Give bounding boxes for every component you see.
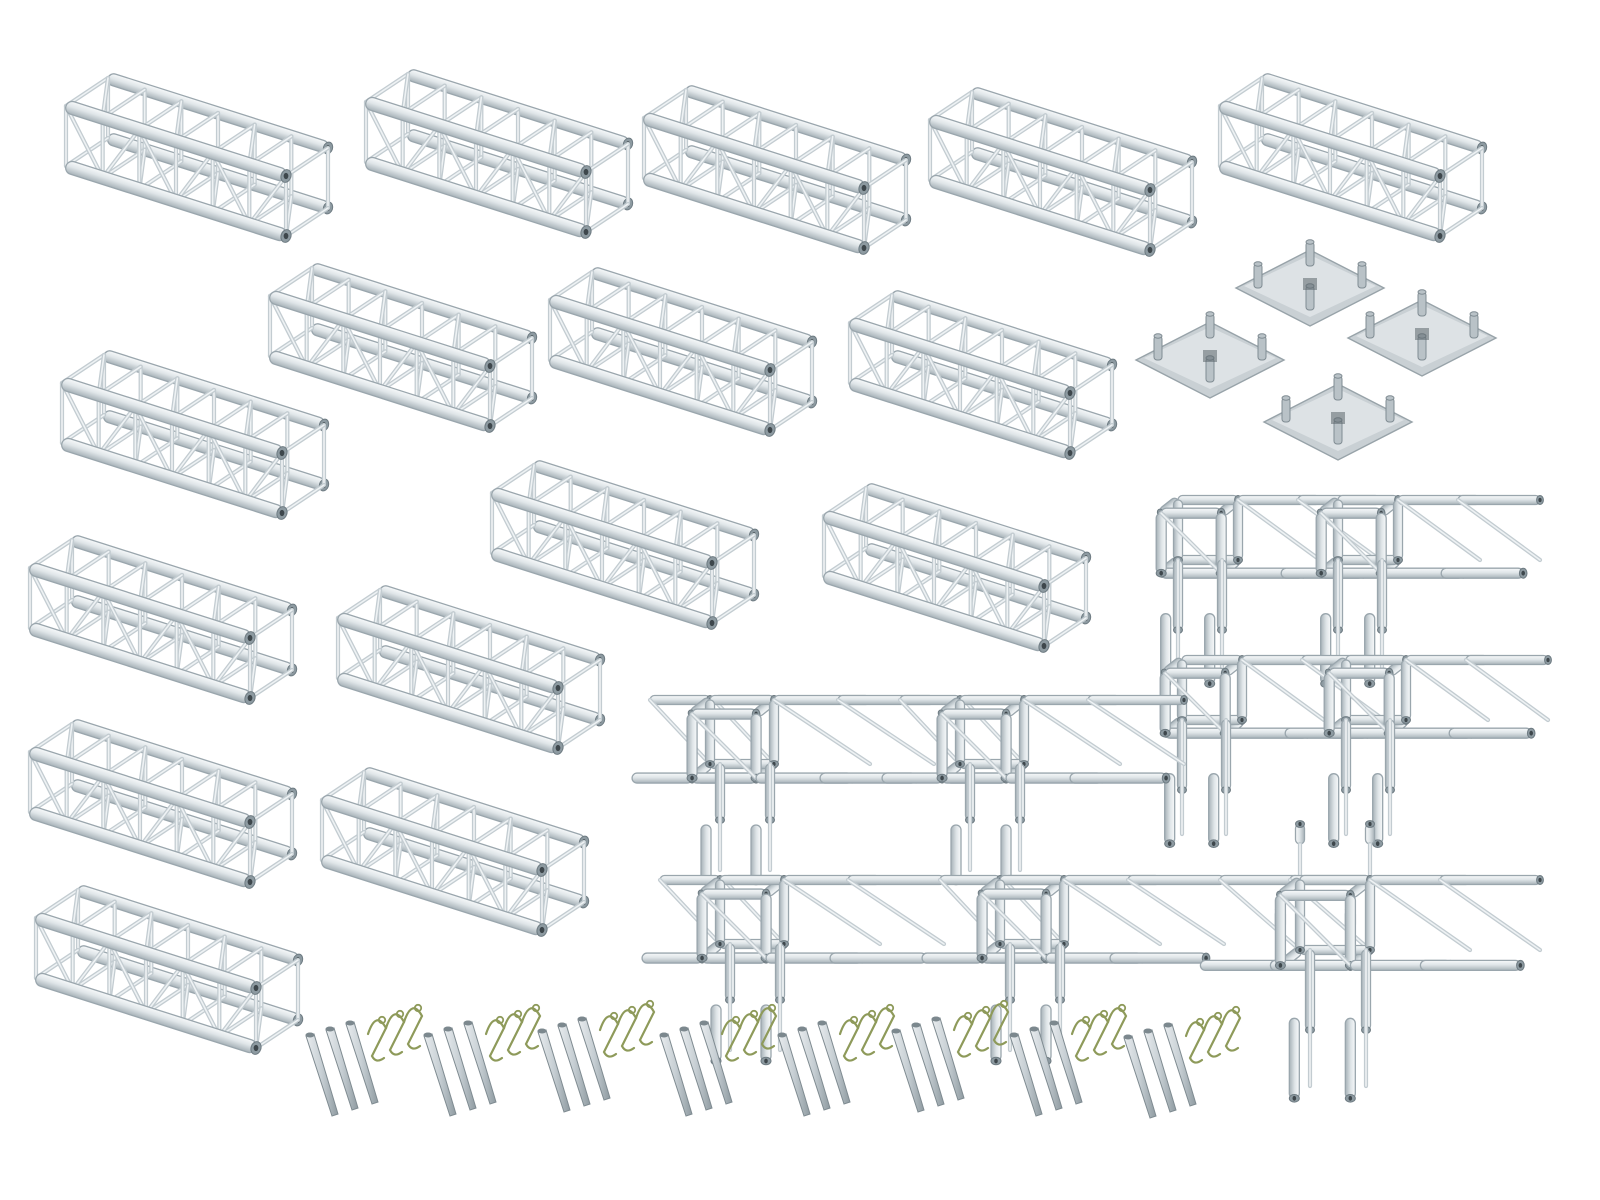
connector-set-5: [777, 1003, 896, 1117]
t-junction-group: [631, 694, 1228, 1066]
corner-90-2: [1315, 494, 1544, 688]
straight-truss-9: [59, 350, 330, 520]
t-junction-3: [641, 874, 948, 1066]
connector-set-6: [891, 999, 1010, 1113]
straight-truss-16: [33, 885, 304, 1055]
t-junction-2: [881, 694, 1188, 886]
straight-truss-6: [267, 263, 538, 433]
straight-truss-7: [547, 267, 818, 437]
base-plate-group: [1134, 239, 1498, 461]
straight-truss-14: [27, 719, 298, 889]
connector-set-2: [423, 1003, 542, 1117]
straight-truss-12: [27, 535, 298, 705]
straight-truss-15: [319, 767, 590, 937]
t-junction-4: [921, 874, 1228, 1066]
straight-truss-1: [63, 73, 334, 243]
cross-junction-group: [1199, 820, 1544, 1103]
corner-piece-group: [1155, 494, 1552, 848]
connector-set-1: [305, 1003, 424, 1117]
cross-junction-1: [1199, 820, 1544, 1103]
base-plate-1: [1234, 239, 1386, 327]
connector-set-3: [537, 999, 656, 1113]
base-plate-4: [1262, 373, 1414, 461]
base-plate-3: [1346, 289, 1498, 377]
straight-truss-5: [1217, 73, 1488, 243]
straight-truss-3: [641, 85, 912, 255]
straight-truss-group: [27, 69, 1488, 1055]
base-plate-2: [1134, 311, 1286, 399]
straight-truss-8: [847, 290, 1118, 460]
straight-truss-2: [363, 69, 634, 239]
connector-set-4: [659, 1003, 778, 1117]
straight-truss-13: [335, 585, 606, 755]
straight-truss-10: [489, 460, 760, 630]
t-junction-1: [631, 694, 938, 886]
corner-90-4: [1323, 654, 1552, 848]
connector-set-group: [305, 999, 1242, 1119]
corner-90-3: [1159, 654, 1388, 848]
straight-truss-4: [927, 87, 1198, 257]
connector-set-8: [1123, 1005, 1242, 1119]
straight-truss-11: [821, 483, 1092, 653]
connector-set-7: [1009, 1003, 1128, 1117]
